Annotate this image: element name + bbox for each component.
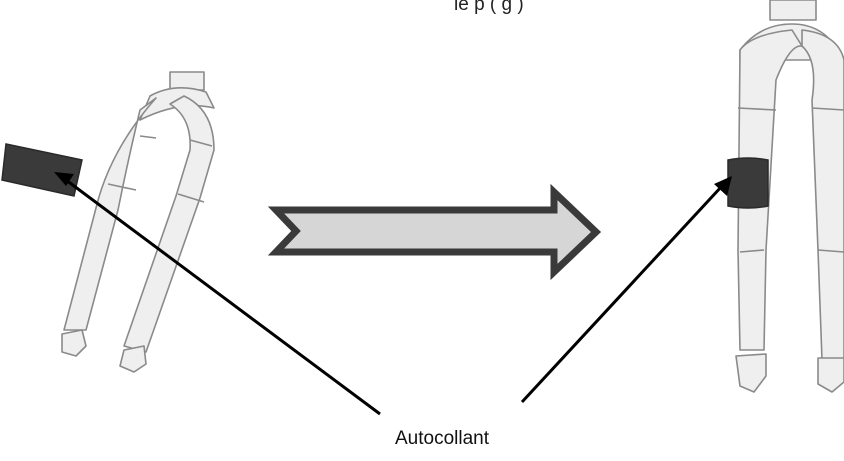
fork-after-left-blade	[737, 29, 803, 351]
fork-before-steerer	[169, 71, 205, 91]
fork-after-dropout-right	[817, 357, 844, 393]
fork-before-dropout-right	[119, 345, 147, 373]
transition-arrow	[267, 183, 602, 281]
pointer-arrowhead-right	[714, 176, 732, 196]
fork-after-seam	[737, 107, 844, 253]
fork-after-dropout-left	[735, 353, 767, 393]
pointer-line-left	[65, 178, 381, 416]
sticker-loose	[1, 143, 83, 197]
fork-after-steerer	[769, 0, 817, 21]
pointer-arrows	[54, 172, 732, 416]
fork-before-seam	[107, 135, 213, 203]
fork-before-dropout-left	[61, 329, 87, 357]
caption-label: Autocollant	[394, 428, 489, 449]
cropped-header-text: le p ( g )	[454, 0, 524, 15]
fork-after-right-blade	[801, 29, 844, 361]
fork-after	[735, 0, 844, 393]
fork-before	[61, 71, 215, 373]
fork-before-right-blade	[123, 95, 215, 353]
sticker-applied	[727, 157, 769, 209]
pointer-arrowhead-left	[54, 172, 74, 186]
pointer-line-right	[520, 184, 724, 404]
